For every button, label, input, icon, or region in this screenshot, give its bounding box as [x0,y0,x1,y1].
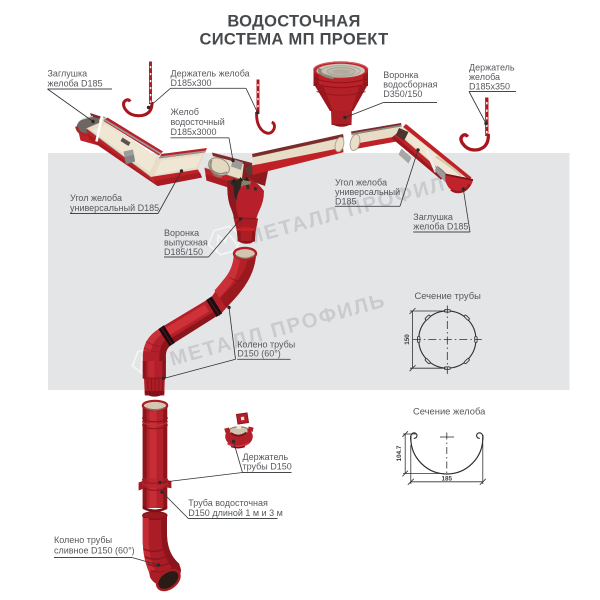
svg-text:трубы D150: трубы D150 [243,462,292,472]
svg-text:Труба водосточная: Труба водосточная [188,498,268,508]
svg-text:желоба D185: желоба D185 [413,222,468,232]
svg-text:Заглушка: Заглушка [413,212,453,222]
svg-text:D150 (60°): D150 (60°) [237,349,281,359]
svg-text:Колено трубы: Колено трубы [237,340,295,350]
svg-text:Колено трубы: Колено трубы [54,535,112,545]
svg-text:СИСТЕМА МП ПРОЕКТ: СИСТЕМА МП ПРОЕКТ [200,31,389,49]
svg-text:Воронка: Воронка [164,228,199,238]
svg-text:185: 185 [442,475,453,482]
svg-text:D350/150: D350/150 [383,89,422,99]
svg-text:104.7: 104.7 [396,445,403,461]
svg-text:Заглушка: Заглушка [48,69,88,79]
svg-text:выпускная: выпускная [164,238,208,248]
svg-text:универсальный D185: универсальный D185 [70,203,159,213]
svg-text:Воронка: Воронка [383,70,418,80]
svg-text:D185х300: D185х300 [171,78,212,88]
svg-text:желоба D185: желоба D185 [48,79,103,89]
svg-text:Держатель: Держатель [243,452,289,462]
svg-text:D185: D185 [335,197,357,207]
svg-text:универсальный: универсальный [335,187,400,197]
svg-text:Сечение желоба: Сечение желоба [413,406,486,417]
svg-text:Сечение трубы: Сечение трубы [415,290,482,301]
svg-text:D185х3000: D185х3000 [171,127,217,137]
svg-text:желоба: желоба [469,72,500,82]
svg-text:150: 150 [404,334,411,345]
svg-text:Держатель желоба: Держатель желоба [171,69,250,79]
svg-text:Угол желоба: Угол желоба [335,178,387,188]
svg-text:Желоб: Желоб [171,107,199,117]
svg-text:ВОДОСТОЧНАЯ: ВОДОСТОЧНАЯ [227,13,360,31]
svg-text:водосточный: водосточный [171,117,225,127]
svg-text:D185х350: D185х350 [469,82,510,92]
svg-text:сливное D150 (60°): сливное D150 (60°) [54,546,135,556]
svg-text:D150 длиной 1 м и 3 м: D150 длиной 1 м и 3 м [188,508,282,518]
svg-text:Угол желоба: Угол желоба [70,193,122,203]
svg-text:D185/150: D185/150 [164,247,203,257]
svg-text:Держатель: Держатель [469,63,515,73]
svg-text:водосборная: водосборная [383,80,437,90]
